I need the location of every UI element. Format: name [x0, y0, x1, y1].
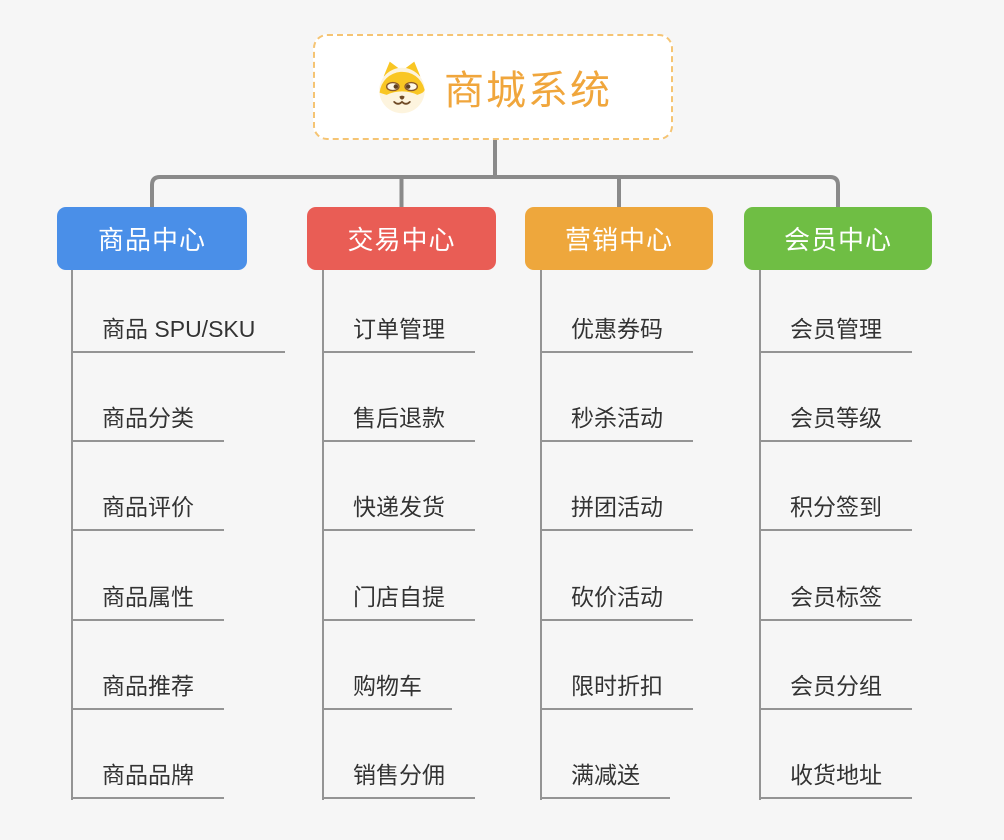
mindmap-topic[interactable]: 积分签到 — [760, 491, 912, 531]
branch-trunk-line-3 — [540, 270, 542, 800]
branch-node-3[interactable]: 营销中心 — [525, 207, 713, 270]
mindmap-topic[interactable]: 会员等级 — [760, 402, 912, 442]
mindmap-topic[interactable]: 会员管理 — [760, 313, 912, 353]
mindmap-topic[interactable]: 限时折扣 — [541, 670, 693, 710]
mindmap-topic[interactable]: 商品品牌 — [72, 759, 224, 799]
mindmap-topic[interactable]: 商品属性 — [72, 581, 224, 621]
dog-face-icon — [374, 59, 430, 115]
mindmap-topic[interactable]: 门店自提 — [323, 581, 475, 621]
mindmap-topic[interactable]: 满减送 — [541, 759, 670, 799]
root-node[interactable]: 商城系统 — [313, 34, 673, 140]
mindmap-topic[interactable]: 销售分佣 — [323, 759, 475, 799]
root-title: 商城系统 — [444, 69, 612, 113]
branch-trunk-line-4 — [759, 270, 761, 800]
mindmap-topic[interactable]: 会员标签 — [760, 581, 912, 621]
branch-node-2[interactable]: 交易中心 — [307, 207, 496, 270]
mindmap-topic[interactable]: 购物车 — [323, 670, 452, 710]
mindmap-topic[interactable]: 秒杀活动 — [541, 402, 693, 442]
mindmap-topic[interactable]: 优惠券码 — [541, 313, 693, 353]
mindmap-topic[interactable]: 商品推荐 — [72, 670, 224, 710]
mindmap-topic[interactable]: 商品 SPU/SKU — [72, 313, 286, 353]
mindmap-topic[interactable]: 订单管理 — [323, 313, 475, 353]
branch-trunk-line-2 — [322, 270, 324, 800]
mindmap-topic[interactable]: 商品评价 — [72, 491, 224, 531]
mindmap-topic[interactable]: 售后退款 — [323, 402, 475, 442]
mindmap-topic[interactable]: 拼团活动 — [541, 491, 693, 531]
branch-node-1[interactable]: 商品中心 — [57, 207, 247, 270]
mindmap-topic[interactable]: 砍价活动 — [541, 581, 693, 621]
branch-node-4[interactable]: 会员中心 — [744, 207, 932, 270]
mindmap-topic[interactable]: 快递发货 — [323, 491, 475, 531]
mindmap-topic[interactable]: 收货地址 — [760, 759, 912, 799]
branch-trunk-line-1 — [71, 270, 73, 800]
mindmap-topic[interactable]: 会员分组 — [760, 670, 912, 710]
mindmap-topic[interactable]: 商品分类 — [72, 402, 224, 442]
